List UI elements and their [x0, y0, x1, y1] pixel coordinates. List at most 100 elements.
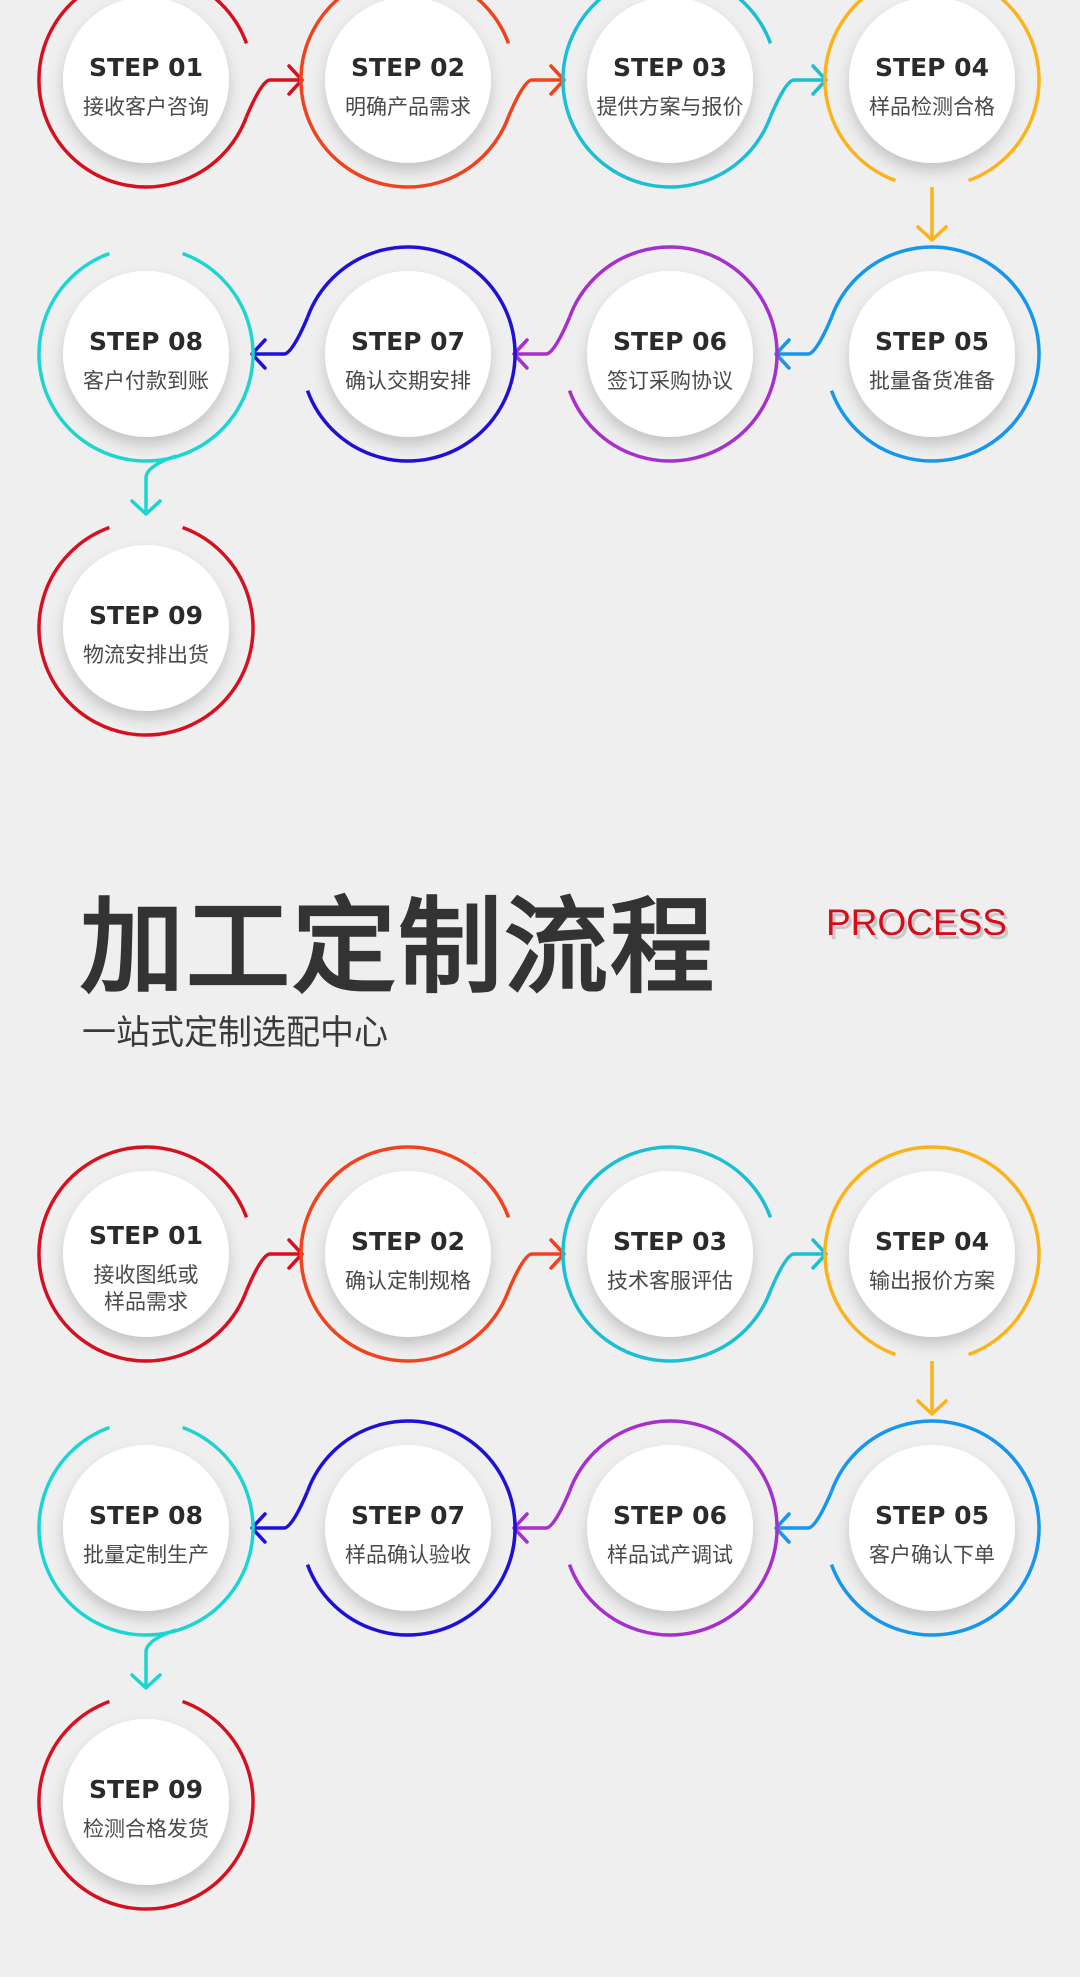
step-disc [63, 1445, 229, 1611]
step-title: STEP 09 [89, 1775, 203, 1804]
step-description: 客户确认下单 [869, 1543, 995, 1567]
step-title: STEP 06 [613, 327, 727, 356]
step-title: STEP 05 [875, 327, 989, 356]
step-4: STEP 04 输出报价方案 [823, 1145, 1041, 1416]
step-title: STEP 04 [875, 1227, 989, 1256]
step-ring [37, 1699, 255, 1911]
step-disc [325, 271, 491, 437]
connector-line [144, 1628, 177, 1688]
step-title: STEP 02 [351, 1227, 465, 1256]
connector-line [506, 78, 564, 118]
step-ring [305, 245, 517, 463]
step-description: 批量备货准备 [869, 369, 995, 393]
step-ring [37, 0, 249, 189]
process-badge: PROCESS [826, 902, 1007, 943]
step-ring [561, 0, 773, 189]
step-description: 技术客服评估 [607, 1269, 733, 1293]
step-disc [587, 1171, 753, 1337]
step-ring [829, 245, 1041, 463]
step-4: STEP 04 样品检测合格 [823, 0, 1041, 242]
step-5: STEP 05 客户确认下单 [774, 1419, 1041, 1637]
step-6: STEP 06 签订采购协议 [512, 245, 779, 463]
step-disc [63, 0, 229, 163]
step-description: 样品需求 [104, 1290, 188, 1314]
step-description: 检测合格发货 [83, 1817, 209, 1841]
step-disc [325, 1445, 491, 1611]
step-disc [325, 1171, 491, 1337]
step-ring [37, 1145, 249, 1363]
step-description: 输出报价方案 [869, 1269, 995, 1293]
step-title: STEP 07 [351, 327, 465, 356]
arrow-head-icon [916, 1399, 948, 1416]
step-title: STEP 06 [613, 1501, 727, 1530]
step-disc [587, 1445, 753, 1611]
step-description: 签订采购协议 [607, 369, 733, 393]
step-disc [849, 1171, 1015, 1337]
step-description: 批量定制生产 [83, 1543, 209, 1567]
step-disc [849, 271, 1015, 437]
step-title: STEP 09 [89, 601, 203, 630]
step-ring [561, 1145, 773, 1363]
step-ring [37, 525, 255, 737]
step-title: STEP 07 [351, 1501, 465, 1530]
step-ring [567, 245, 779, 463]
step-ring [823, 1145, 1041, 1357]
step-description: 接收图纸或 [94, 1263, 199, 1287]
connector-line [252, 1490, 310, 1530]
step-disc [63, 271, 229, 437]
step-disc [63, 545, 229, 711]
step-disc [325, 0, 491, 163]
step-9: STEP 09 检测合格发货 [37, 1699, 255, 1911]
step-9: STEP 09 物流安排出货 [37, 525, 255, 737]
connector-line [514, 316, 572, 356]
step-description: 接收客户咨询 [83, 95, 209, 119]
step-title: STEP 05 [875, 1501, 989, 1530]
step-title: STEP 03 [613, 53, 727, 82]
connector-line [768, 78, 826, 118]
step-description: 确认定制规格 [345, 1269, 471, 1293]
step-1: STEP 01 接收客户咨询 [37, 0, 304, 189]
step-description: 明确产品需求 [345, 95, 471, 119]
connector-line [244, 1252, 302, 1292]
step-ring [567, 1419, 779, 1637]
step-ring [299, 0, 511, 189]
section-subtitle: 一站式定制选配中心 [82, 1013, 388, 1053]
step-disc [587, 271, 753, 437]
step-ring [299, 1145, 511, 1363]
connector-line [776, 1490, 834, 1530]
step-title: STEP 01 [89, 53, 203, 82]
step-disc [63, 1719, 229, 1885]
step-ring [37, 251, 255, 463]
connector-line [506, 1252, 564, 1292]
step-description: 样品试产调试 [607, 1543, 733, 1567]
arrow-head-icon [916, 225, 948, 242]
step-title: STEP 01 [89, 1221, 203, 1250]
connector-line [514, 1490, 572, 1530]
arrow-head-icon [130, 499, 162, 516]
step-disc [849, 0, 1015, 163]
connector-line [144, 454, 177, 514]
step-disc [849, 1445, 1015, 1611]
connector-line [244, 78, 302, 118]
section-title: 加工定制流程 [80, 886, 717, 1008]
step-description: 确认交期安排 [345, 369, 471, 393]
step-ring [823, 0, 1041, 183]
step-description: 样品检测合格 [869, 95, 995, 119]
step-ring [37, 1425, 255, 1637]
step-disc [63, 1171, 229, 1337]
step-7: STEP 07 确认交期安排 [250, 245, 517, 463]
arrow-head-icon [130, 1673, 162, 1690]
step-2: STEP 02 确认定制规格 [299, 1145, 566, 1363]
step-description: 客户付款到账 [83, 369, 209, 393]
step-ring [305, 1419, 517, 1637]
step-title: STEP 04 [875, 53, 989, 82]
step-description: 物流安排出货 [83, 643, 209, 667]
step-disc [587, 0, 753, 163]
